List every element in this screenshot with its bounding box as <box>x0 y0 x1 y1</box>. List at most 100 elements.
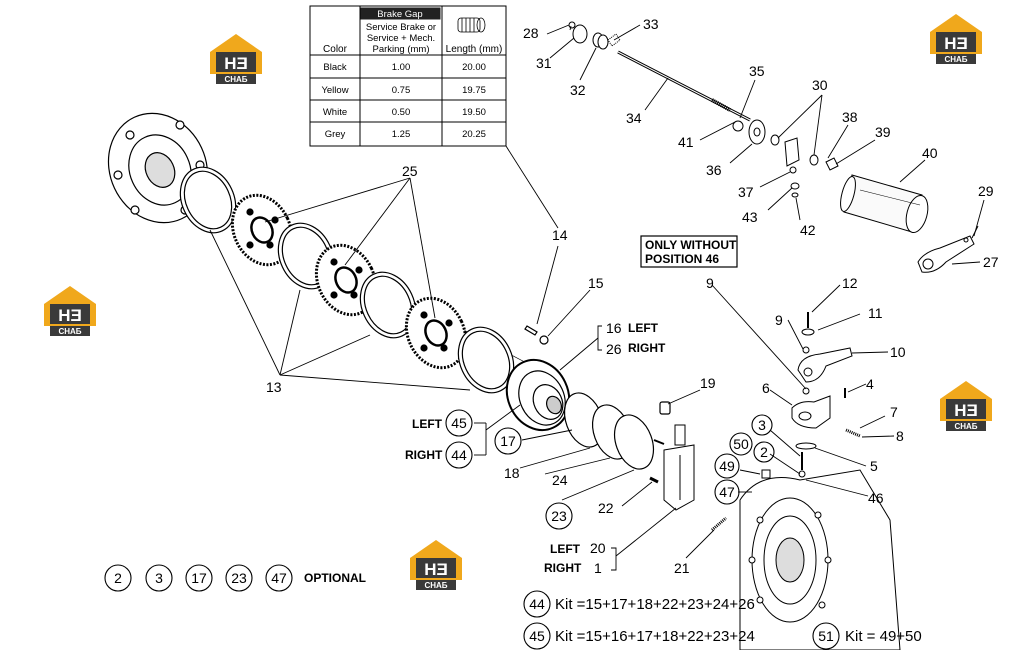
callout-36: 36 <box>706 162 722 178</box>
callout-31: 31 <box>536 55 552 71</box>
callout-35: 35 <box>749 63 765 79</box>
note-line-1: ONLY WITHOUT <box>645 238 737 252</box>
parking-brake-shaft <box>568 21 979 273</box>
optional-item: 2 <box>114 570 122 586</box>
callout-14: 14 <box>552 227 568 243</box>
table-row-length: 20.00 <box>462 62 486 73</box>
svg-text:HƎ: HƎ <box>954 401 978 420</box>
svg-text:СНАБ: СНАБ <box>224 75 247 84</box>
callout-29: 29 <box>978 183 994 199</box>
callout-33: 33 <box>643 16 659 32</box>
callout-39: 39 <box>875 124 891 140</box>
callout-32: 32 <box>570 82 586 98</box>
table-row-color: Yellow <box>321 85 348 96</box>
brake-disc-stack <box>107 112 671 470</box>
kit-text: Kit =15+16+17+18+22+23+24 <box>555 628 755 645</box>
callout-19: 19 <box>700 375 716 391</box>
hb-snab-logo: HƎ СНАБ <box>410 540 462 590</box>
callout-22: 22 <box>598 500 614 516</box>
bolt-length-icon <box>457 17 486 33</box>
table-row-gap: 0.50 <box>392 107 411 118</box>
note-line-2: POSITION 46 <box>645 252 719 266</box>
side-right-1: RIGHT <box>544 561 582 575</box>
steering-knuckle <box>653 424 695 511</box>
callout-46: 46 <box>868 490 884 506</box>
svg-text:HƎ: HƎ <box>424 560 448 579</box>
table-row-gap: 1.25 <box>392 129 411 140</box>
svg-text:HƎ: HƎ <box>224 54 248 73</box>
callout-27: 27 <box>983 254 999 270</box>
kit-list: 44 Kit =15+17+18+22+23+24+26 45 Kit =15+… <box>529 596 922 645</box>
svg-text:СНАБ: СНАБ <box>424 581 447 590</box>
length-header: Length (mm) <box>446 44 503 55</box>
callout-50: 50 <box>733 436 749 452</box>
color-header: Color <box>323 44 348 55</box>
svg-text:СНАБ: СНАБ <box>58 327 81 336</box>
callout-15: 15 <box>588 275 604 291</box>
callout-42: 42 <box>800 222 816 238</box>
svg-text:HƎ: HƎ <box>944 34 968 53</box>
callout-49: 49 <box>719 458 735 474</box>
brake-gap-table <box>309 5 507 147</box>
callout-28: 28 <box>523 25 539 41</box>
callout-17: 17 <box>500 433 516 449</box>
callout-11: 11 <box>868 305 883 321</box>
optional-item: 23 <box>231 570 247 586</box>
callout-9: 9 <box>775 312 783 328</box>
callout-7: 7 <box>890 404 898 420</box>
svg-text:СНАБ: СНАБ <box>954 422 977 431</box>
callout-10: 10 <box>890 344 906 360</box>
kit-num: 51 <box>818 628 834 644</box>
callout-8: 8 <box>896 428 904 444</box>
optional-label: OPTIONAL <box>304 571 366 585</box>
callout-4: 4 <box>866 376 874 392</box>
leader-lines <box>209 24 985 571</box>
callout-47: 47 <box>719 484 735 500</box>
svg-text:СНАБ: СНАБ <box>944 55 967 64</box>
brake-lever-assembly <box>649 312 861 532</box>
callout-18: 18 <box>504 465 520 481</box>
callout-2: 2 <box>760 444 768 460</box>
side-right-26: RIGHT <box>628 341 666 355</box>
callout-12: 12 <box>842 275 858 291</box>
callout-9-note: 9 <box>706 275 714 291</box>
o-ring <box>613 414 655 470</box>
side-right-44: RIGHT <box>405 448 443 462</box>
callout-26: 26 <box>606 341 622 357</box>
callout-20: 20 <box>590 540 606 556</box>
service-header-line-2: Service + Mech. <box>367 33 435 44</box>
callout-43: 43 <box>742 209 758 225</box>
callout-37: 37 <box>738 184 754 200</box>
table-row-gap: 1.00 <box>392 62 411 73</box>
callout-3: 3 <box>758 417 766 433</box>
callout-25: 25 <box>402 163 418 179</box>
table-row-gap: 0.75 <box>392 85 411 96</box>
service-header-line-3: Parking (mm) <box>372 44 429 55</box>
optional-parts-row: 2 3 17 23 47 OPTIONAL <box>114 570 366 586</box>
actuator-cylinder <box>840 174 929 234</box>
callout-6: 6 <box>762 380 770 396</box>
table-row-color: White <box>323 107 347 118</box>
table-row-length: 19.75 <box>462 85 486 96</box>
callout-1: 1 <box>594 560 602 576</box>
optional-item: 17 <box>191 570 207 586</box>
hb-snab-logo: HƎ СНАБ <box>940 381 992 431</box>
circled-callouts <box>104 409 840 650</box>
callout-38: 38 <box>842 109 858 125</box>
callout-44: 44 <box>451 447 467 463</box>
kit-num: 44 <box>529 596 545 612</box>
callout-40: 40 <box>922 145 938 161</box>
optional-item: 3 <box>155 570 163 586</box>
callout-16: 16 <box>606 320 622 336</box>
side-left-20: LEFT <box>550 542 581 556</box>
callout-21: 21 <box>674 560 690 576</box>
callout-24: 24 <box>552 472 568 488</box>
brake-gap-title: Brake Gap <box>377 9 422 20</box>
callout-5: 5 <box>870 458 878 474</box>
table-row-length: 20.25 <box>462 129 486 140</box>
position-note-box: ONLY WITHOUT POSITION 46 <box>640 235 738 268</box>
side-left-45: LEFT <box>412 417 443 431</box>
callout-41: 41 <box>678 134 694 150</box>
